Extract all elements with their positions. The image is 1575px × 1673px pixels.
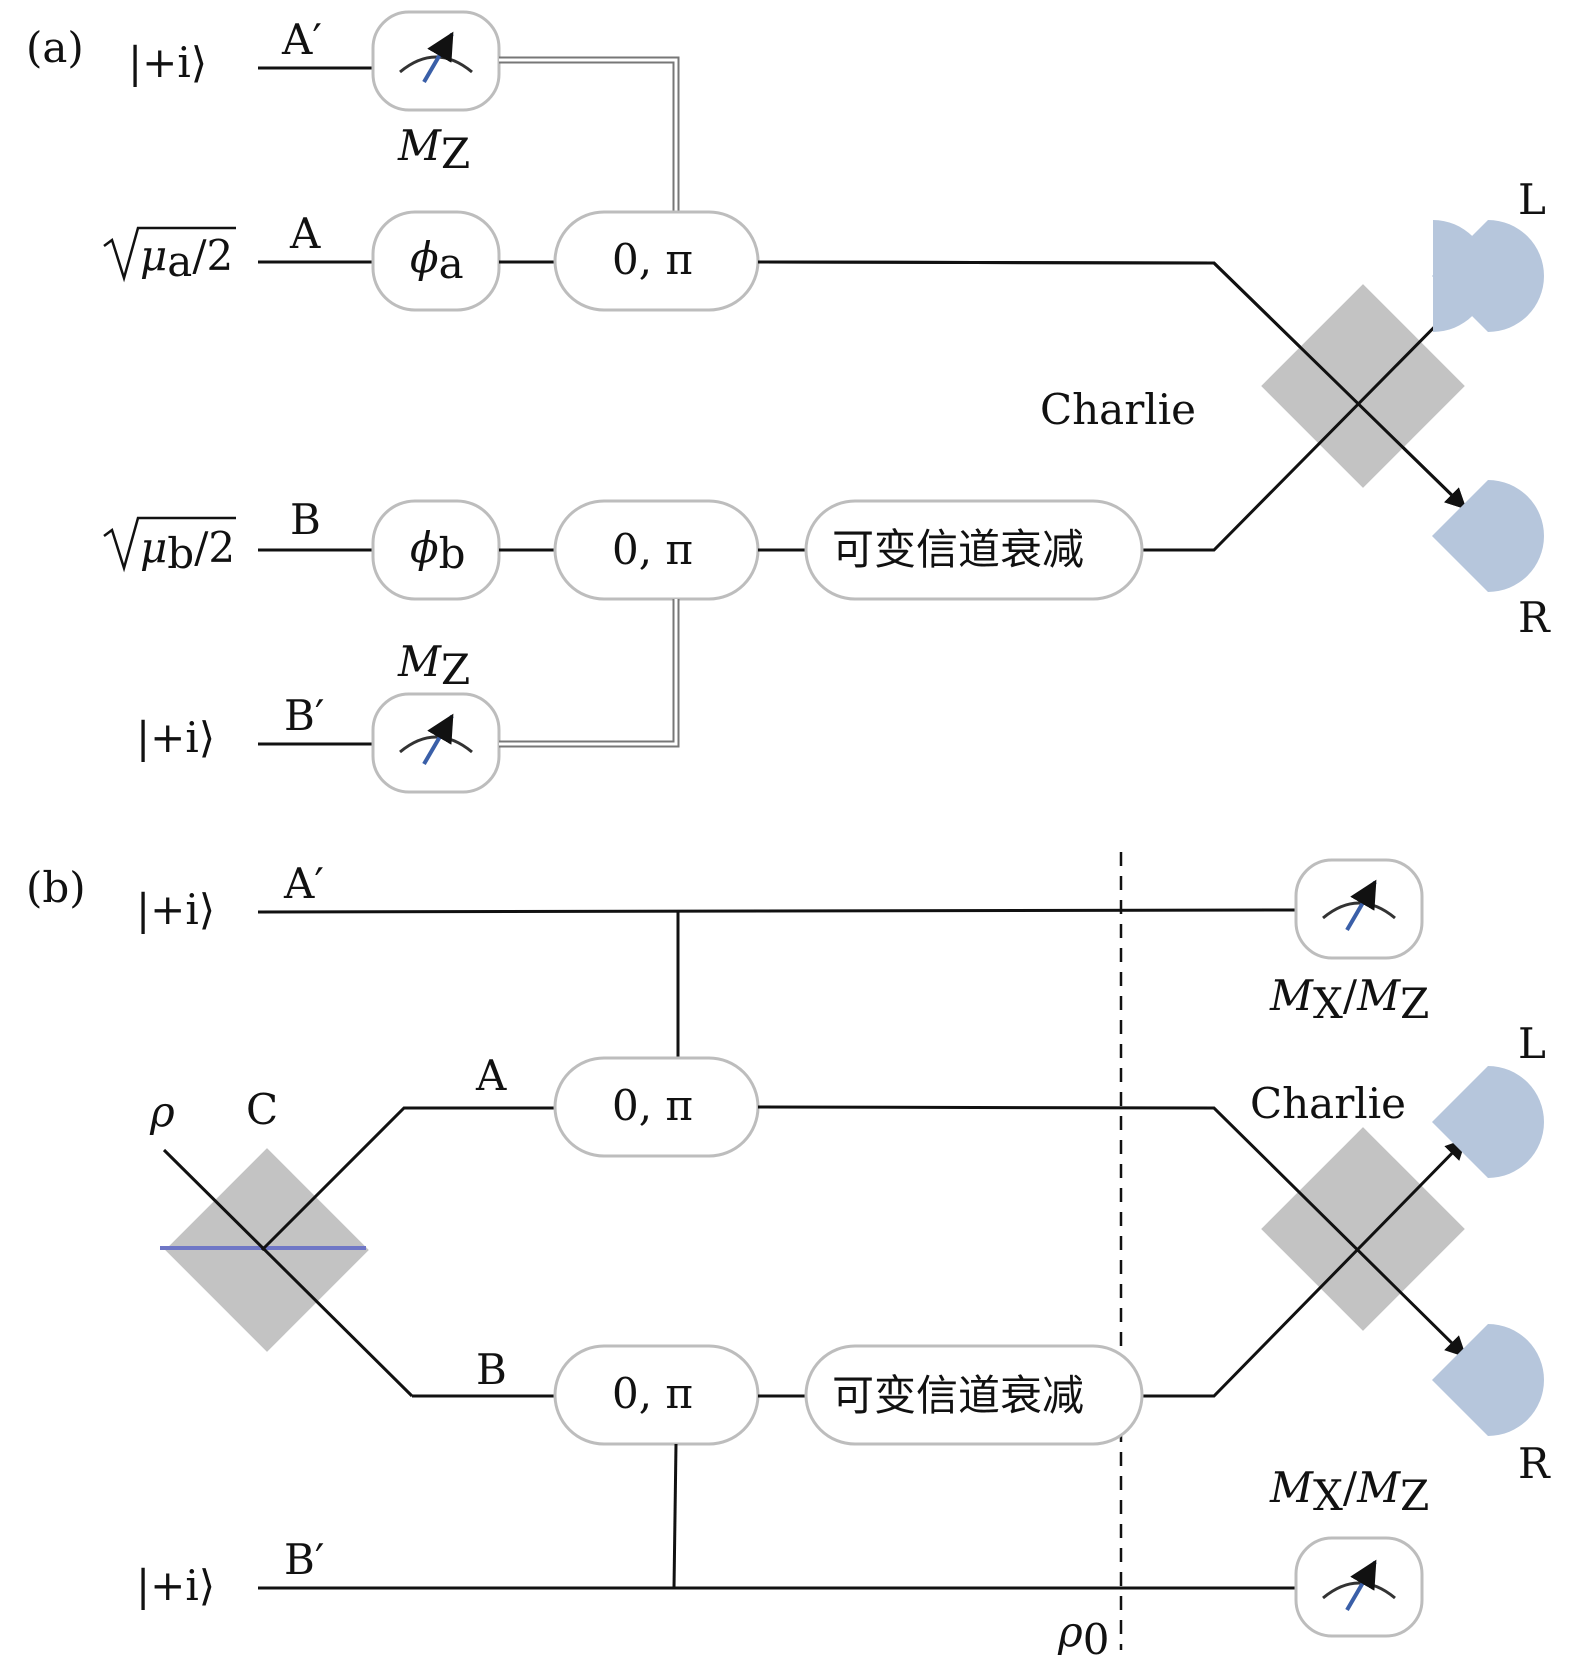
attenuator-a <box>804 499 1144 601</box>
phase-b-label: ϕb <box>410 523 466 578</box>
det-l-a: L <box>1518 175 1546 224</box>
detector-l-b <box>1432 1066 1544 1178</box>
splitter-c: C <box>246 1085 278 1134</box>
link-bottom-b <box>672 1443 678 1589</box>
modulator-a <box>553 210 760 312</box>
wire-b-to-l-b <box>1142 1138 1467 1398</box>
charlie-label-b: Charlie <box>1250 1079 1406 1128</box>
meas-bottom-b: MX/MZ <box>1269 1463 1429 1520</box>
meas-bottom-a: MZ <box>397 637 470 694</box>
panel-a: (a) |+i⟩ A′ MZ μa/2 A ϕa 0, π Charlie <box>26 10 1551 794</box>
wire-source-to-b <box>162 1148 414 1398</box>
detector-r-a <box>1432 480 1544 592</box>
label-b-prime: B′ <box>284 691 324 740</box>
modulator-b-b-label: 0, π <box>612 1369 693 1418</box>
label-b-prime-b: B′ <box>284 1535 324 1584</box>
wire-b-to-l <box>1142 294 1467 552</box>
label-a-prime: A′ <box>281 15 322 64</box>
detector-r-b <box>1432 1324 1544 1436</box>
label-a: A <box>289 209 321 258</box>
label-a-prime-b: A′ <box>283 859 324 908</box>
attenuation-b: 可变信道衰减 <box>832 1371 1084 1420</box>
wire-a-prime-b <box>257 908 1297 914</box>
detector-l-a <box>1432 220 1544 332</box>
label-b-b: B <box>476 1345 507 1394</box>
svg-text:μb/2: μb/2 <box>140 523 235 578</box>
det-l-b: L <box>1518 1019 1546 1068</box>
charlie-beam-splitter-b <box>1261 1127 1465 1331</box>
panel-b: (b) ρ0 |+i⟩ A′ MX/MZ ρ C A 0, π Charlie <box>26 852 1551 1664</box>
meas-top-b: MX/MZ <box>1269 971 1429 1028</box>
det-r-b: R <box>1518 1439 1551 1488</box>
label-b: B <box>290 495 321 544</box>
modulator-a-label: 0, π <box>612 235 693 284</box>
svg-text:μa/2: μa/2 <box>140 231 233 286</box>
meter-icon <box>399 713 473 766</box>
meter-icon <box>1322 1559 1396 1612</box>
classical-wire-top-a <box>499 58 678 215</box>
panel-b-label: (b) <box>26 863 86 912</box>
panel-a-label: (a) <box>26 23 84 72</box>
meas-top-a: MZ <box>397 121 470 178</box>
amplitude-b: μb/2 <box>103 516 236 578</box>
source-rho: ρ <box>149 1087 175 1136</box>
modulator-a-b-label: 0, π <box>612 1081 693 1130</box>
classical-wire-bottom-a <box>499 599 678 746</box>
det-r-a: R <box>1518 593 1551 642</box>
phase-a-label: ϕa <box>410 233 464 288</box>
modulator-b-label: 0, π <box>612 525 693 574</box>
state-top-b: |+i⟩ <box>136 885 215 934</box>
rho0-label: ρ0 <box>1057 1607 1109 1664</box>
meter-icon <box>399 31 473 84</box>
state-bottom-a: |+i⟩ <box>136 713 215 762</box>
amplitude-a: μa/2 <box>103 226 236 286</box>
charlie-label-a: Charlie <box>1040 385 1196 434</box>
meter-icon <box>1322 879 1396 932</box>
attenuator-b <box>804 1344 1144 1446</box>
attenuation-a: 可变信道衰减 <box>832 525 1084 574</box>
state-top-a: |+i⟩ <box>128 38 207 87</box>
wire-source-to-a <box>260 1106 555 1252</box>
state-bottom-b: |+i⟩ <box>136 1561 215 1610</box>
label-a-b: A <box>475 1051 507 1100</box>
wire-a-to-r-b <box>757 1105 1467 1358</box>
